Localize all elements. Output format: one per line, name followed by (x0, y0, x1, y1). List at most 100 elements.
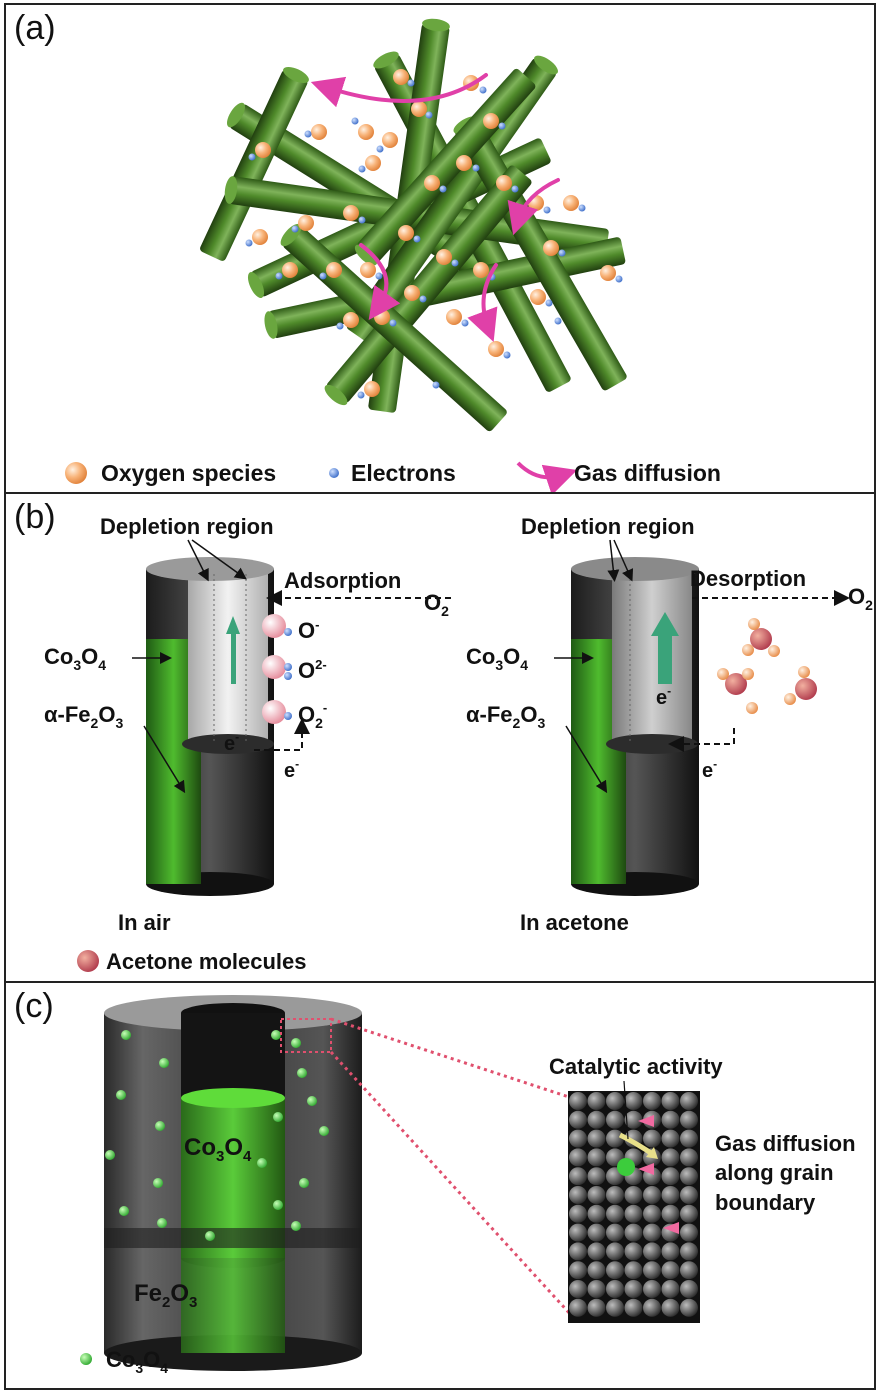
adsorption-label: Adsorption (284, 568, 401, 593)
acetone-legend: Acetone molecules (77, 949, 307, 974)
core-shell-cylinder (104, 995, 362, 1371)
grain (680, 1148, 698, 1167)
oxygen-species-markers (252, 69, 616, 397)
grain (643, 1298, 661, 1317)
grain (587, 1129, 606, 1148)
grain (587, 1223, 606, 1242)
gas-diffusion-arrows (310, 73, 560, 342)
co3o4-grain-highlight (617, 1158, 635, 1176)
caption-in-acetone: In acetone (520, 910, 629, 935)
ion-o-2minus: O2- (298, 657, 327, 683)
grain (643, 1186, 661, 1204)
grain (606, 1186, 624, 1204)
grain (606, 1223, 624, 1242)
electron-legend-icon (329, 468, 339, 478)
cylinder-in-air (146, 557, 274, 896)
panel-b: (b) (4, 492, 876, 983)
grain (587, 1261, 606, 1280)
panel-c: (c) (4, 981, 876, 1390)
grain (680, 1204, 698, 1223)
grain (661, 1298, 680, 1317)
acetone-molecules (717, 618, 817, 714)
panel-c-legend: Co3O4 (80, 1347, 168, 1376)
grain (661, 1204, 680, 1223)
depletion-region-label-left: Depletion region (100, 514, 274, 539)
fe2o3-label-left: α-Fe2O3 (44, 702, 123, 731)
co3o4-legend-icon (80, 1353, 92, 1365)
grain (606, 1298, 624, 1317)
panel-b-label: (b) (14, 498, 56, 536)
grain (624, 1110, 643, 1129)
oxygen-species-legend-icon (65, 462, 87, 484)
grain (569, 1298, 587, 1317)
grain-boundary-grid (568, 1091, 700, 1323)
grain (643, 1261, 661, 1280)
grain (661, 1242, 680, 1261)
caption-in-air: In air (118, 910, 171, 935)
legend-acetone-molecules: Acetone molecules (106, 949, 307, 974)
grain (643, 1129, 661, 1148)
grain (606, 1204, 624, 1223)
legend-oxygen-species: Oxygen species (101, 460, 276, 486)
grain (643, 1223, 661, 1242)
grain (587, 1298, 606, 1317)
grain (643, 1280, 661, 1298)
heterostructure-diagram: Co3O4 Fe2O3 Catalytic activity Gas diffu… (80, 995, 856, 1376)
grain (624, 1092, 643, 1110)
grain (606, 1242, 624, 1261)
grain (624, 1223, 643, 1242)
grain (569, 1223, 587, 1242)
grain (569, 1110, 587, 1129)
grain (569, 1148, 587, 1167)
grain (661, 1129, 680, 1148)
grain (569, 1242, 587, 1261)
grain (624, 1280, 643, 1298)
zoom-indicator (280, 1017, 574, 1318)
electron-label-left-outer: e- (284, 757, 299, 782)
grain (587, 1148, 606, 1167)
grain (680, 1129, 698, 1148)
gas-diffusion-legend-icon (516, 461, 578, 496)
o2-right: O2 (848, 584, 873, 613)
co3o4-core-label: Co3O4 (184, 1134, 252, 1165)
legend-electrons: Electrons (351, 460, 456, 486)
panel-a-legend: Oxygen species Electrons Gas diffusion (65, 460, 721, 496)
panel-c-label: (c) (14, 987, 54, 1025)
grain (587, 1242, 606, 1261)
grain (661, 1261, 680, 1280)
grain (680, 1186, 698, 1204)
depletion-region-label-right: Depletion region (521, 514, 695, 539)
electron-label-right-outer: e- (702, 757, 717, 782)
grain (624, 1242, 643, 1261)
grain (606, 1129, 624, 1148)
gas-diffusion-line3: boundary (715, 1190, 816, 1215)
grain (643, 1092, 661, 1110)
grain (624, 1204, 643, 1223)
gas-diffusion-line2: along grain (715, 1160, 834, 1185)
grain (680, 1092, 698, 1110)
grain (624, 1298, 643, 1317)
grain (569, 1092, 587, 1110)
nanofiber-network-diagram: Oxygen species Electrons Gas diffusion (65, 18, 721, 496)
legend-gas-diffusion: Gas diffusion (574, 460, 721, 486)
grain (569, 1261, 587, 1280)
catalytic-activity-label: Catalytic activity (549, 1054, 723, 1079)
depletion-region-diagram: Depletion region Adsorption O2 O- O2- O2… (44, 514, 873, 974)
grain (680, 1298, 698, 1317)
panel-b-right-annotations: Depletion region Desorption O2 e- e- Co3… (466, 514, 873, 935)
grain (680, 1280, 698, 1298)
grain (661, 1186, 680, 1204)
grain (606, 1110, 624, 1129)
grain (587, 1186, 606, 1204)
grain (606, 1280, 624, 1298)
co3o4-label-right: Co3O4 (466, 644, 528, 673)
fe2o3-label-right: α-Fe2O3 (466, 702, 545, 731)
co3o4-label-left: Co3O4 (44, 644, 106, 673)
grain (624, 1186, 643, 1204)
grain (587, 1204, 606, 1223)
grain (587, 1280, 606, 1298)
co3o4-nanoparticles (105, 1030, 329, 1241)
panel-a-label: (a) (14, 9, 56, 47)
grain (569, 1167, 587, 1186)
grain (624, 1261, 643, 1280)
